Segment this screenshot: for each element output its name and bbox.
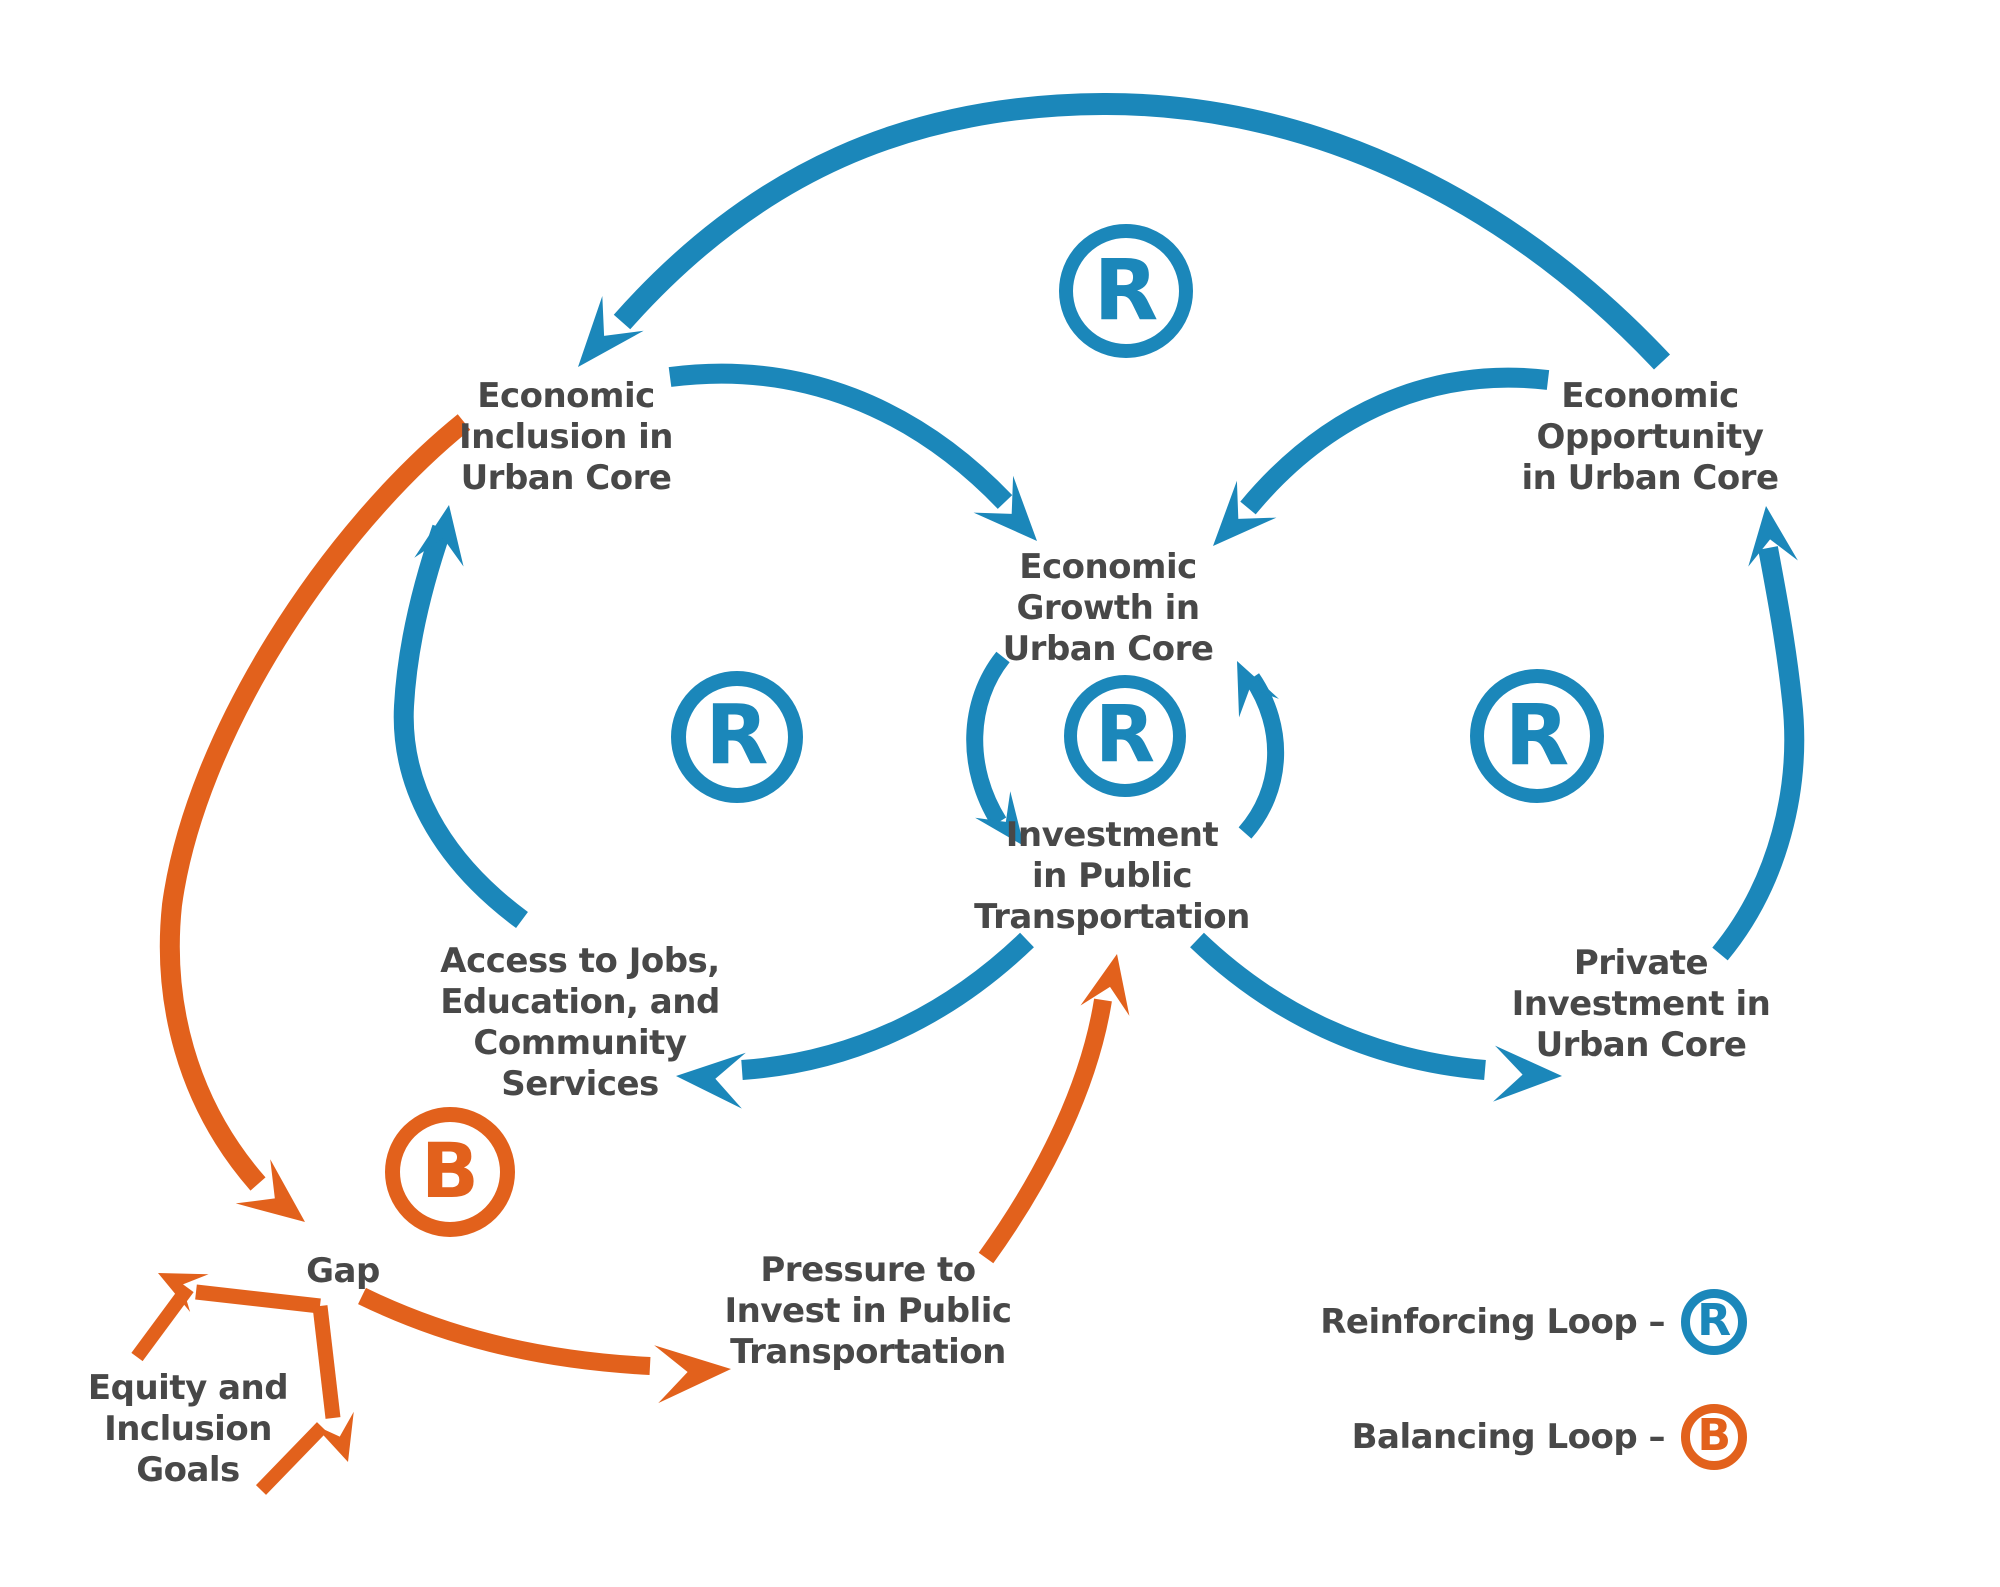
arrowhead-pressure-to-investment [1080, 954, 1130, 1016]
node-line: Goals [136, 1450, 240, 1490]
reinforcing-loop-marker-left: R [671, 671, 803, 803]
node-access-jobs-services: Access to Jobs, Education, and Community… [400, 941, 760, 1105]
node-private-investment: Private Investment in Urban Core [1471, 943, 1811, 1066]
arrow-private-to-opportunity [1712, 546, 1805, 961]
balancing-loop-marker: B [385, 1107, 515, 1237]
node-line: Access to Jobs, [440, 941, 720, 981]
node-line: Opportunity [1536, 417, 1764, 457]
node-line: Equity and [87, 1368, 289, 1408]
reinforcing-loop-icon: R [1681, 1289, 1747, 1355]
node-line: Inclusion [104, 1409, 272, 1449]
node-line: Growth in [1016, 588, 1200, 628]
arrow-investment-to-private [1190, 932, 1486, 1080]
legend-label: Balancing Loop – [1351, 1417, 1666, 1457]
segment-equity-lower [255, 1422, 328, 1495]
node-line: Inclusion in [458, 417, 674, 457]
loop-letter: R [1504, 686, 1570, 784]
node-line: Investment [1005, 815, 1219, 855]
segment-equity-upper [131, 1283, 194, 1362]
node-equity-inclusion-goals: Equity and Inclusion Goals [48, 1368, 328, 1491]
node-economic-inclusion: Economic Inclusion in Urban Core [406, 376, 726, 499]
arrowhead-gap-to-pressure [654, 1345, 731, 1404]
arrow-opportunity-to-growth [1240, 367, 1550, 515]
node-line: Economic [1019, 547, 1197, 587]
arrow-pressure-to-investment [978, 998, 1112, 1264]
node-line: Gap [306, 1251, 380, 1291]
node-pressure-to-invest: Pressure to Invest in Public Transportat… [688, 1250, 1048, 1373]
arrow-inclusion-to-growth [668, 363, 1013, 509]
reinforcing-loop-marker-right: R [1470, 669, 1604, 803]
legend-label: Reinforcing Loop – [1320, 1302, 1665, 1342]
legend-reinforcing-loop: Reinforcing Loop – R [1147, 1289, 1747, 1355]
node-investment-public-transportation: Investment in Public Transportation [942, 815, 1282, 938]
node-gap: Gap [263, 1251, 423, 1292]
arrow-investment-to-growth [1238, 673, 1284, 839]
node-line: Pressure to [760, 1250, 976, 1290]
node-economic-opportunity: Economic Opportunity in Urban Core [1480, 376, 1820, 499]
loop-letter: R [1094, 690, 1156, 780]
reinforcing-loop-marker-center: R [1064, 675, 1186, 797]
loop-letter: R [1093, 241, 1159, 339]
node-line: in Urban Core [1521, 458, 1779, 498]
arrow-access-to-inclusion [393, 524, 528, 929]
node-line: Economic [1561, 376, 1739, 416]
loop-letter: R [1697, 1295, 1731, 1346]
arrow-gap-equity-lower [312, 1305, 341, 1419]
node-line: Education, and [440, 982, 720, 1022]
arrowhead-access-to-inclusion [414, 505, 464, 567]
arrow-investment-to-access [741, 932, 1034, 1080]
arrowhead-inclusion-to-growth [973, 475, 1037, 541]
reinforcing-arrows [393, 92, 1805, 1109]
node-line: Private [1573, 943, 1709, 983]
arrowhead-investment-to-growth [1237, 661, 1279, 718]
node-line: Urban Core [460, 458, 672, 498]
loop-letter: B [1697, 1410, 1731, 1461]
balancing-loop-icon: B [1681, 1404, 1747, 1470]
arrowhead-investment-to-access [676, 1052, 746, 1109]
arrowhead-gap-equity-lower [313, 1411, 354, 1462]
node-line: Invest in Public [724, 1291, 1012, 1331]
arrow-opportunity-to-inclusion [613, 92, 1671, 370]
arrow-inclusion-to-gap [159, 414, 471, 1191]
node-line: Community [473, 1023, 687, 1063]
arrowhead-private-to-opportunity [1748, 506, 1798, 567]
arrowhead-investment-to-private [1493, 1045, 1562, 1102]
arrow-growth-to-investment [966, 651, 1010, 827]
node-line: Services [501, 1064, 659, 1104]
node-line: Urban Core [1535, 1025, 1747, 1065]
node-line: Urban Core [1002, 629, 1214, 669]
node-line: Investment in [1511, 984, 1771, 1024]
node-line: in Public [1031, 856, 1193, 896]
arrowhead-inclusion-to-gap [235, 1159, 305, 1222]
arrowhead-growth-to-investment [975, 791, 1024, 846]
reinforcing-loop-marker-top: R [1059, 224, 1193, 358]
arrow-gap-equity-upper [195, 1284, 321, 1314]
loop-letter: B [421, 1126, 479, 1215]
arrow-gap-to-pressure [358, 1287, 651, 1375]
node-line: Transportation [730, 1332, 1006, 1372]
balancing-arrows [131, 414, 1130, 1495]
legend-balancing-loop: Balancing Loop – B [1147, 1404, 1747, 1470]
arrowhead-opportunity-to-inclusion [578, 296, 644, 367]
loop-letter: R [705, 688, 769, 783]
node-line: Transportation [974, 897, 1250, 937]
node-line: Economic [477, 376, 655, 416]
arrowhead-opportunity-to-growth [1213, 480, 1277, 546]
node-economic-growth: Economic Growth in Urban Core [958, 547, 1258, 670]
